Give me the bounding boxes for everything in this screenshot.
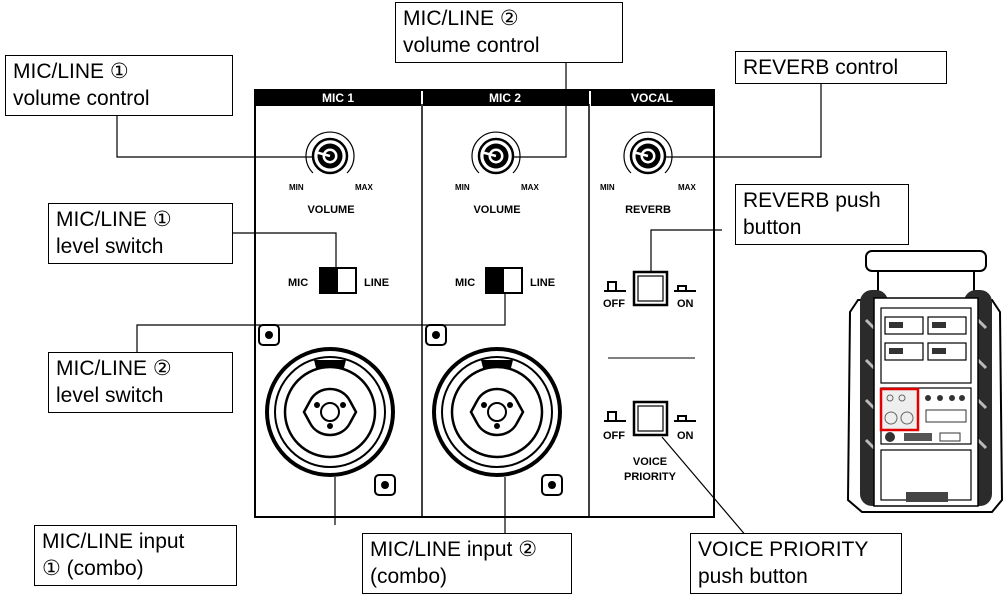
header-vocal: VOCAL bbox=[631, 91, 673, 105]
priority-label-line1: VOICE bbox=[633, 456, 667, 468]
reverb-push-button[interactable] bbox=[632, 270, 669, 307]
header-mic2: MIC 2 bbox=[489, 91, 521, 105]
knob-label-mic1: VOLUME bbox=[307, 204, 354, 216]
combo-jack-mic1[interactable] bbox=[258, 324, 396, 496]
leader-lines bbox=[116, 62, 822, 546]
header-bar-vocal bbox=[591, 89, 714, 106]
callout-mic1-input: MIC/LINE input ① (combo) bbox=[34, 525, 237, 586]
level-switch-mic2[interactable] bbox=[485, 267, 523, 294]
on-indicator-icon bbox=[674, 415, 696, 422]
callout-mic2-input: MIC/LINE input ② (combo) bbox=[362, 533, 572, 594]
knob-min-mic2: MIN bbox=[455, 183, 470, 192]
reverb-knob[interactable] bbox=[623, 131, 673, 175]
callout-mic1-volume: MIC/LINE ① volume control bbox=[5, 55, 233, 116]
knob-label-reverb: REVERB bbox=[625, 204, 671, 216]
priority-off-label: OFF bbox=[603, 430, 625, 442]
switch-right-mic1: LINE bbox=[364, 277, 389, 289]
switch-right-mic2: LINE bbox=[530, 277, 555, 289]
callout-mic2-volume: MIC/LINE ② volume control bbox=[395, 2, 623, 63]
combo-jack-mic2[interactable] bbox=[425, 324, 563, 496]
knob-max-reverb: MAX bbox=[678, 183, 696, 192]
priority-on-label: ON bbox=[677, 430, 694, 442]
knob-label-mic2: VOLUME bbox=[473, 204, 520, 216]
callout-reverb-control: REVERB control bbox=[735, 51, 947, 84]
reverb-on-label: ON bbox=[677, 298, 694, 310]
callout-reverb-push: REVERB push button bbox=[735, 184, 909, 245]
off-indicator-icon bbox=[604, 411, 626, 422]
header-mic1: MIC 1 bbox=[322, 91, 354, 105]
switch-left-mic1: MIC bbox=[288, 277, 308, 289]
level-switch-mic1[interactable] bbox=[319, 267, 357, 294]
knob-max-mic2: MAX bbox=[521, 183, 539, 192]
on-indicator-icon bbox=[674, 285, 696, 292]
voice-priority-push-button[interactable] bbox=[632, 400, 669, 437]
volume-knob-mic2[interactable] bbox=[471, 131, 521, 175]
callout-voice-priority: VOICE PRIORITY push button bbox=[690, 533, 902, 594]
reverb-off-label: OFF bbox=[603, 298, 625, 310]
header-bar-mic2 bbox=[423, 89, 589, 106]
off-indicator-icon bbox=[604, 281, 626, 292]
priority-label-line2: PRIORITY bbox=[624, 471, 677, 483]
knob-max-mic1: MAX bbox=[355, 183, 373, 192]
switch-left-mic2: MIC bbox=[455, 277, 475, 289]
volume-knob-mic1[interactable] bbox=[305, 131, 355, 175]
header-bar-mic1 bbox=[255, 89, 421, 106]
knob-min-reverb: MIN bbox=[600, 183, 615, 192]
knob-min-mic1: MIN bbox=[289, 183, 304, 192]
speaker-thumbnail bbox=[846, 250, 1004, 513]
callout-mic1-level: MIC/LINE ① level switch bbox=[48, 203, 233, 264]
callout-mic2-level: MIC/LINE ② level switch bbox=[48, 352, 233, 413]
